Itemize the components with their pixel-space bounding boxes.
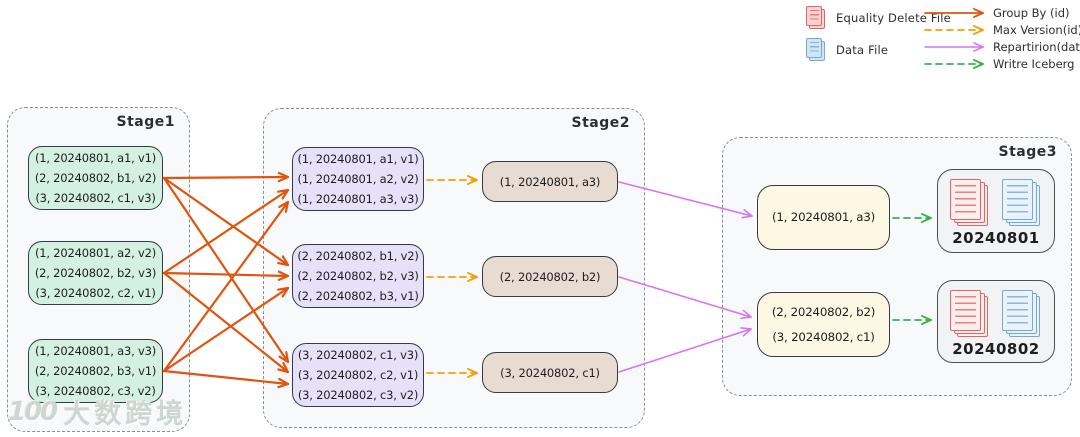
equality-delete-file-icon xyxy=(806,6,826,30)
stage2-grouped-box-3: (3, 20240802, c1, v3) (3, 20240802, c2, … xyxy=(292,343,424,407)
edge-write_iceberg xyxy=(892,213,932,223)
edge-max_version xyxy=(426,175,478,185)
edge-group_by xyxy=(162,188,290,275)
iceberg-files-20240801: 20240801 xyxy=(937,169,1055,253)
stage1-box-1: (1, 20240801, a1, v1) (2, 20240802, b1, … xyxy=(28,146,163,210)
edge-group_by xyxy=(162,286,290,373)
stage1-label: Stage1 xyxy=(116,114,175,130)
stage2-max-version-box-3: (3, 20240802, c1) xyxy=(482,352,618,393)
watermark-brand-text: 大数跨境 xyxy=(63,399,188,430)
data-file-stack-icon xyxy=(1002,179,1042,228)
watermark-logo: 100 xyxy=(8,396,58,427)
iceberg-files-20240802: 20240802 xyxy=(937,280,1055,363)
data-file-icon xyxy=(806,38,826,62)
tuple-line: (1, 20240801, a2, v2) xyxy=(34,246,157,260)
legend-label-data-file: Data File xyxy=(836,43,889,57)
stage2-max-version-box-1: (1, 20240801, a3) xyxy=(482,161,618,202)
legend-label-write-iceberg: Writre Iceberg xyxy=(993,57,1075,71)
tuple-line: (3, 20240802, c1) xyxy=(500,365,600,380)
stage1-box-3: (1, 20240801, a3, v3) (2, 20240802, b3, … xyxy=(28,339,163,403)
tuple-line: (3, 20240802, c3, v2) xyxy=(297,388,419,402)
edge-group_by xyxy=(162,176,290,364)
tuple-line: (3, 20240802, c2, v1) xyxy=(297,368,419,382)
data-file-stack-icon xyxy=(1002,290,1042,339)
legend-label-max-version: Max Version(id) xyxy=(993,23,1080,37)
legend-item-data-file: Data File xyxy=(806,38,888,62)
tuple-line: (1, 20240801, a1, v1) xyxy=(297,152,419,166)
tuple-line: (3, 20240802, c2, v1) xyxy=(35,286,156,300)
tuple-line: (3, 20240802, c3, v2) xyxy=(35,384,156,398)
edge-group_by xyxy=(162,369,290,389)
edge-group_by xyxy=(162,171,290,183)
edge-repartition xyxy=(618,181,753,219)
tuple-line: (3, 20240802, c1, v3) xyxy=(35,191,156,205)
tuple-line: (2, 20240802, b3, v1) xyxy=(34,364,157,378)
edge-group_by xyxy=(162,200,290,373)
tuple-line: (2, 20240802, b3, v1) xyxy=(297,289,419,303)
edge-max_version xyxy=(426,368,478,378)
stage3-partition-box-2: (2, 20240802, b2) (3, 20240802, c1) xyxy=(757,292,890,357)
tuple-line: (1, 20240801, a3, v3) xyxy=(34,344,157,358)
edge-group_by xyxy=(162,270,290,281)
legend-label-equality-delete-file: Equality Delete File xyxy=(836,11,951,25)
tuple-line: (1, 20240801, a1, v1) xyxy=(34,151,157,165)
tuple-line: (2, 20240802, b2) xyxy=(771,304,876,319)
tuple-line: (2, 20240802, b1, v2) xyxy=(34,171,157,185)
tuple-line: (1, 20240801, a2, v2) xyxy=(297,172,419,186)
stage1-box-2: (1, 20240801, a2, v2) (2, 20240802, b2, … xyxy=(28,241,163,305)
equality-delete-file-stack-icon xyxy=(950,290,990,339)
partition-date-label: 20240802 xyxy=(952,340,1040,358)
stage2-max-version-box-2: (2, 20240802, b2) xyxy=(482,256,618,297)
edge-repartition xyxy=(618,276,752,320)
edge-repartition xyxy=(924,42,984,52)
stage3-label: Stage3 xyxy=(998,144,1057,160)
tuple-line: (2, 20240802, b1, v2) xyxy=(297,249,419,263)
tuple-line: (1, 20240801, a3) xyxy=(771,210,876,224)
tuple-line: (2, 20240802, b2) xyxy=(499,269,601,284)
equality-delete-file-stack-icon xyxy=(950,179,990,228)
tuple-line: (2, 20240802, b2, v3) xyxy=(297,269,419,283)
partition-date-label: 20240801 xyxy=(952,229,1040,247)
edge-max_version xyxy=(426,272,478,282)
legend-label-group-by: Group By (id) xyxy=(993,6,1070,20)
tuple-line: (3, 20240802, c1, v3) xyxy=(297,348,419,362)
stage3-partition-box-1: (1, 20240801, a3) xyxy=(757,185,890,250)
watermark: 100 大数跨境 xyxy=(8,392,187,431)
tuple-line: (2, 20240802, b2, v3) xyxy=(34,266,157,280)
stage2-label: Stage2 xyxy=(571,115,630,131)
edge-group_by xyxy=(162,176,290,267)
edge-max_version xyxy=(924,25,984,35)
edge-repartition xyxy=(618,327,752,373)
stage2-grouped-box-1: (1, 20240801, a1, v1) (1, 20240801, a2, … xyxy=(292,147,424,211)
tuple-line: (3, 20240802, c1) xyxy=(772,329,875,344)
legend-item-equality-delete-file: Equality Delete File xyxy=(806,6,951,30)
edge-write_iceberg xyxy=(892,315,932,325)
tuple-line: (1, 20240801, a3, v3) xyxy=(297,192,419,206)
edge-write_iceberg xyxy=(924,59,984,69)
edge-group_by xyxy=(162,271,290,374)
edge-group_by xyxy=(924,8,984,18)
legend-label-repartition: Repartirion(date) xyxy=(993,40,1080,54)
tuple-line: (1, 20240801, a3) xyxy=(499,174,601,189)
stage2-grouped-box-2: (2, 20240802, b1, v2) (2, 20240802, b2, … xyxy=(292,244,424,308)
